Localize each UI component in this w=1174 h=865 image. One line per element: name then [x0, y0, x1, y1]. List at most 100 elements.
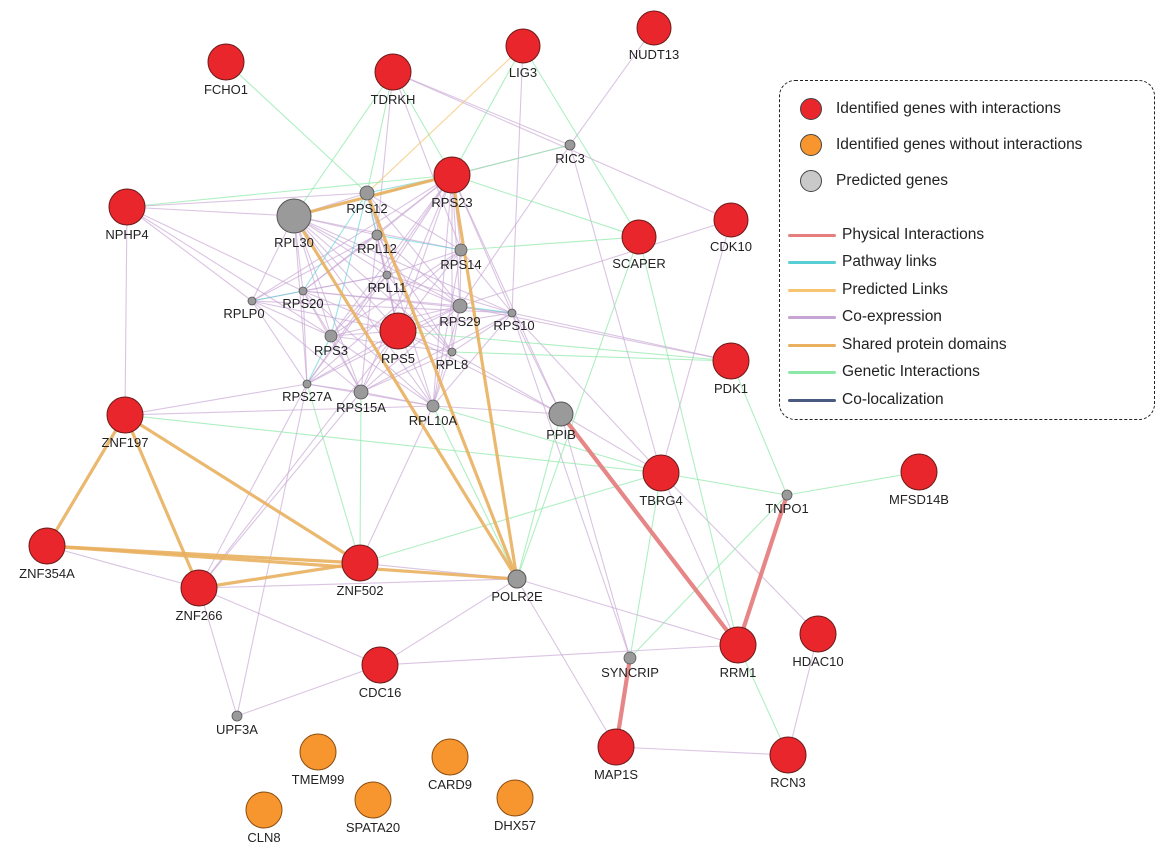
edge-coexpression-NUDT13-RIC3	[569, 27, 655, 146]
node-rcn3[interactable]	[769, 736, 807, 774]
node-label-rpl30: RPL30	[274, 235, 314, 250]
node-rps27a[interactable]	[302, 379, 312, 389]
node-label-rrm1: RRM1	[720, 665, 757, 680]
edge-coexpression-RPS29-RPS27A	[306, 305, 461, 385]
node-label-rps12: RPS12	[346, 201, 387, 216]
node-rps10[interactable]	[507, 308, 517, 318]
node-cdc16[interactable]	[361, 646, 399, 684]
node-rpl12[interactable]	[371, 229, 383, 241]
legend-label: Identified genes without interactions	[836, 136, 1083, 153]
edge-shared-RPS12-POLR2E	[365, 191, 519, 581]
node-label-nudt13: NUDT13	[629, 47, 680, 62]
edge-coexpression-NPHP4-RPS3	[126, 206, 332, 337]
legend-label: Physical Interactions	[842, 226, 985, 243]
legend-shared-domains: Shared protein domains	[780, 333, 1007, 357]
edge-coexpression-MAP1S-RCN3	[615, 746, 789, 756]
edge-coexpression-RPS14-RPS29	[459, 249, 462, 307]
edge-genetic-LIG3-RPS23	[451, 45, 524, 176]
node-tmem99[interactable]	[299, 733, 337, 771]
node-tdrkh[interactable]	[374, 53, 412, 91]
edge-genetic-TDRKH-RPS23	[392, 71, 453, 176]
node-label-mfsd14b: MFSD14B	[889, 492, 949, 507]
legend-label: Predicted genes	[836, 172, 949, 189]
edge-coexpression-RPL8-PPIB	[451, 351, 562, 415]
node-rpl10a[interactable]	[426, 399, 440, 413]
node-cdk10[interactable]	[713, 202, 749, 238]
edge-coexpression-RPL10A-PPIB	[432, 405, 562, 415]
node-label-nphp4: NPHP4	[105, 227, 148, 242]
edge-coexpression-RPL11-RPS10	[386, 274, 513, 314]
node-label-cdc16: CDC16	[359, 685, 402, 700]
node-rps12[interactable]	[359, 185, 375, 201]
node-nphp4[interactable]	[108, 188, 146, 226]
node-spata20[interactable]	[354, 781, 392, 819]
node-map1s[interactable]	[597, 728, 635, 766]
node-cln8[interactable]	[245, 791, 283, 829]
node-nudt13[interactable]	[636, 10, 672, 46]
node-rps5[interactable]	[379, 312, 417, 350]
node-label-rcn3: RCN3	[770, 775, 805, 790]
edge-coexpression-RPS10-TBRG4	[511, 312, 662, 474]
node-rrm1[interactable]	[719, 626, 757, 664]
node-znf354a[interactable]	[28, 527, 66, 565]
node-ric3[interactable]	[564, 139, 576, 151]
node-rpl11[interactable]	[382, 270, 392, 280]
edge-coexpression-RRM1-CDC16	[379, 644, 739, 666]
edge-genetic-RPL10A-TBRG4	[432, 405, 662, 474]
edge-coexpression-RIC3-TBRG4	[569, 144, 662, 474]
node-fcho1[interactable]	[207, 43, 245, 81]
edge-coexpression-RPLP0-RPS15A	[251, 300, 362, 393]
node-label-syncrip: SYNCRIP	[601, 665, 659, 680]
legend-predicted-links: Predicted Links	[780, 278, 948, 302]
edge-coexpression-RPL30-RPS29	[293, 215, 461, 307]
node-label-znf502: ZNF502	[337, 583, 384, 598]
node-rps15a[interactable]	[353, 384, 369, 400]
node-mfsd14b[interactable]	[900, 453, 938, 491]
edge-genetic-TNPO1-SYNCRIP	[629, 494, 788, 659]
node-rps20[interactable]	[298, 286, 308, 296]
node-card9[interactable]	[431, 738, 469, 776]
edge-shared-ZNF197-ZNF266	[123, 413, 201, 590]
node-rps3[interactable]	[324, 329, 338, 343]
node-rps29[interactable]	[452, 298, 468, 314]
edge-genetic-NPHP4-RPS23	[126, 174, 453, 208]
node-ppib[interactable]	[548, 401, 574, 427]
identified-node-swatch	[800, 98, 822, 120]
node-tbrg4[interactable]	[642, 454, 680, 492]
legend-label: Pathway links	[842, 253, 937, 270]
node-rps23[interactable]	[433, 156, 471, 194]
node-label-lig3: LIG3	[509, 65, 537, 80]
colocalization-line-swatch	[788, 398, 836, 402]
node-lig3[interactable]	[505, 28, 541, 64]
node-znf502[interactable]	[341, 544, 379, 582]
edge-coexpression-RPS12-RPS14	[366, 192, 462, 251]
edge-coexpression-RPS14-RPS27A	[306, 249, 462, 385]
legend-without: Identified genes without interactions	[780, 133, 1082, 157]
edge-genetic-TBRG4-SYNCRIP	[629, 472, 662, 659]
node-upf3a[interactable]	[231, 710, 243, 722]
node-label-rplp0: RPLP0	[223, 306, 264, 321]
node-rpl8[interactable]	[447, 347, 457, 357]
node-pdk1[interactable]	[712, 342, 750, 380]
node-syncrip[interactable]	[623, 651, 637, 665]
edge-coexpression-CDK10-TBRG4	[660, 219, 732, 474]
edge-shared-RPL30-POLR2E	[292, 214, 519, 581]
node-dhx57[interactable]	[496, 779, 534, 817]
node-znf197[interactable]	[106, 396, 144, 434]
node-rpl30[interactable]	[276, 198, 312, 234]
edge-coexpression-RPLP0-RPS3	[251, 300, 332, 337]
node-tnpo1[interactable]	[781, 489, 793, 501]
node-label-znf266: ZNF266	[176, 608, 223, 623]
edge-coexpression-RPS29-PDK1	[459, 305, 732, 362]
node-rplp0[interactable]	[247, 296, 257, 306]
node-znf266[interactable]	[180, 569, 218, 607]
node-polr2e[interactable]	[507, 569, 527, 589]
node-label-card9: CARD9	[428, 777, 472, 792]
legend-colocalization: Co-localization	[780, 388, 944, 412]
node-label-rps3: RPS3	[314, 343, 348, 358]
edge-genetic-LIG3-SCAPER	[522, 45, 640, 238]
node-rps14[interactable]	[454, 243, 468, 257]
node-scaper[interactable]	[621, 219, 657, 255]
node-hdac10[interactable]	[799, 615, 837, 653]
